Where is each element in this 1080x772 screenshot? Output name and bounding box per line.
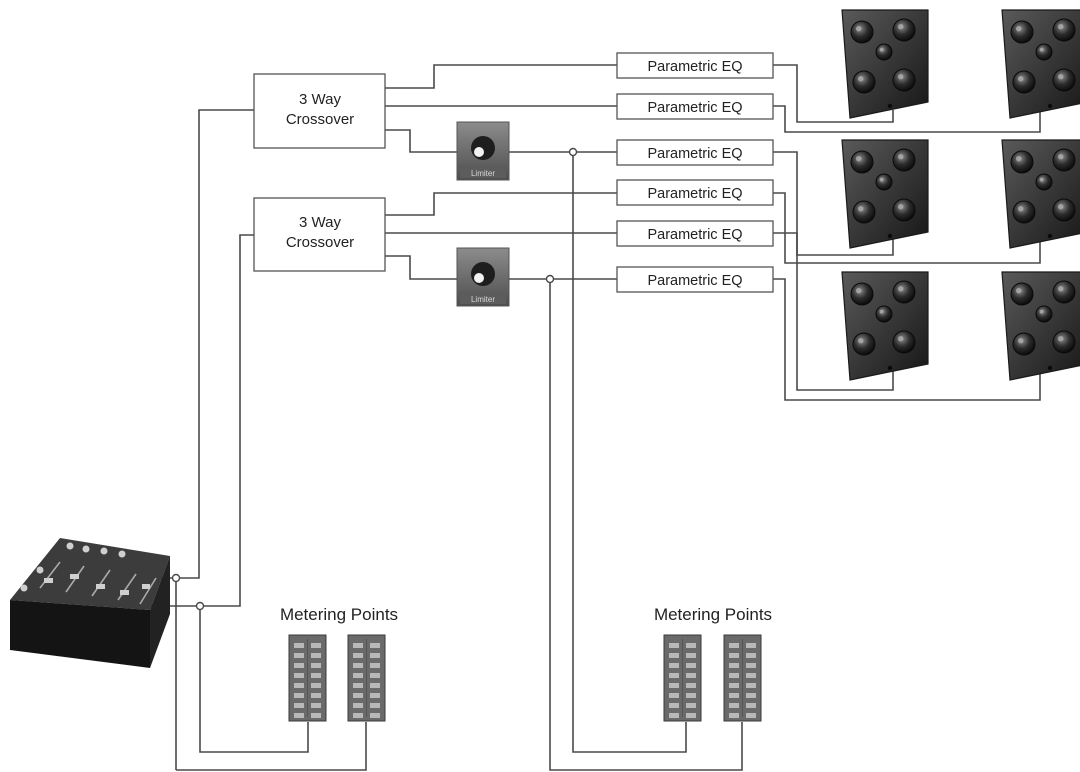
eq-5: Parametric EQ — [616, 220, 774, 247]
amplifier-icon — [471, 262, 495, 286]
junction-amp-2 — [545, 274, 555, 284]
signal-wires — [150, 64, 1041, 771]
amplifier-1-label: Limiter — [471, 169, 495, 178]
wire-eq4-to-speaker — [773, 192, 1041, 264]
metering-panels — [288, 634, 762, 722]
speaker-5 — [841, 271, 929, 381]
wire-eq6-to-speaker — [773, 278, 1041, 401]
wire-amp1-tap — [572, 152, 687, 753]
wire-mixer-to-metering-left-b — [199, 606, 309, 753]
wire-bottom-bus-left — [176, 722, 367, 771]
speakers — [841, 9, 1080, 381]
wire-xo2-high — [385, 192, 617, 216]
junction-mixer-2 — [195, 601, 205, 611]
eq-3-label: Parametric EQ — [647, 146, 742, 162]
metering-title-right: Metering Points — [654, 605, 772, 624]
wire-mixer-to-crossover-2 — [150, 234, 254, 607]
eq-5-label: Parametric EQ — [647, 227, 742, 243]
amplifier-1: Limiter — [456, 121, 510, 181]
mixing-console-icon — [10, 538, 170, 668]
metering-patch-bay-icon — [347, 634, 386, 722]
wire-xo2-low — [385, 255, 458, 280]
metering-patch-bay-icon — [723, 634, 762, 722]
wire-amp2-tap — [549, 279, 743, 771]
metering-patch-bay-icon — [288, 634, 327, 722]
amplifier-2: Limiter — [456, 247, 510, 307]
eq-4-label: Parametric EQ — [647, 186, 742, 202]
eq-2-label: Parametric EQ — [647, 100, 742, 116]
junction-amp-1 — [568, 147, 578, 157]
eq-3: Parametric EQ — [616, 139, 774, 166]
crossover-1-line1: 3 Way — [299, 91, 341, 108]
metering-patch-bay-icon — [663, 634, 702, 722]
crossover-2: 3 Way Crossover — [253, 197, 386, 272]
wire-mixer-to-crossover-1 — [150, 109, 254, 579]
wire-xo1-low — [385, 129, 458, 153]
junction-mixer-1 — [171, 573, 181, 583]
metering-title-left: Metering Points — [280, 605, 398, 624]
wire-eq1-to-speaker — [773, 64, 894, 123]
speaker-6 — [1001, 271, 1080, 381]
eq-1: Parametric EQ — [616, 52, 774, 79]
crossover-1: 3 Way Crossover — [253, 73, 386, 149]
crossover-2-line1: 3 Way — [299, 214, 341, 231]
wire-xo1-high — [385, 64, 617, 89]
crossover-1-line2: Crossover — [286, 111, 354, 128]
eq-4: Parametric EQ — [616, 179, 774, 206]
speaker-3 — [841, 139, 929, 249]
speaker-2 — [1001, 9, 1080, 119]
wire-eq5-to-speaker — [773, 232, 894, 391]
eq-2: Parametric EQ — [616, 93, 774, 120]
amplifier-icon — [471, 136, 495, 160]
eq-1-label: Parametric EQ — [647, 59, 742, 75]
speaker-1 — [841, 9, 929, 119]
wire-junctions — [171, 147, 578, 611]
eq-6: Parametric EQ — [616, 266, 774, 293]
eq-6-label: Parametric EQ — [647, 273, 742, 289]
speaker-4 — [1001, 139, 1080, 249]
amplifier-2-label: Limiter — [471, 295, 495, 304]
wire-eq2-to-speaker — [773, 105, 1041, 133]
crossover-2-line2: Crossover — [286, 234, 354, 251]
